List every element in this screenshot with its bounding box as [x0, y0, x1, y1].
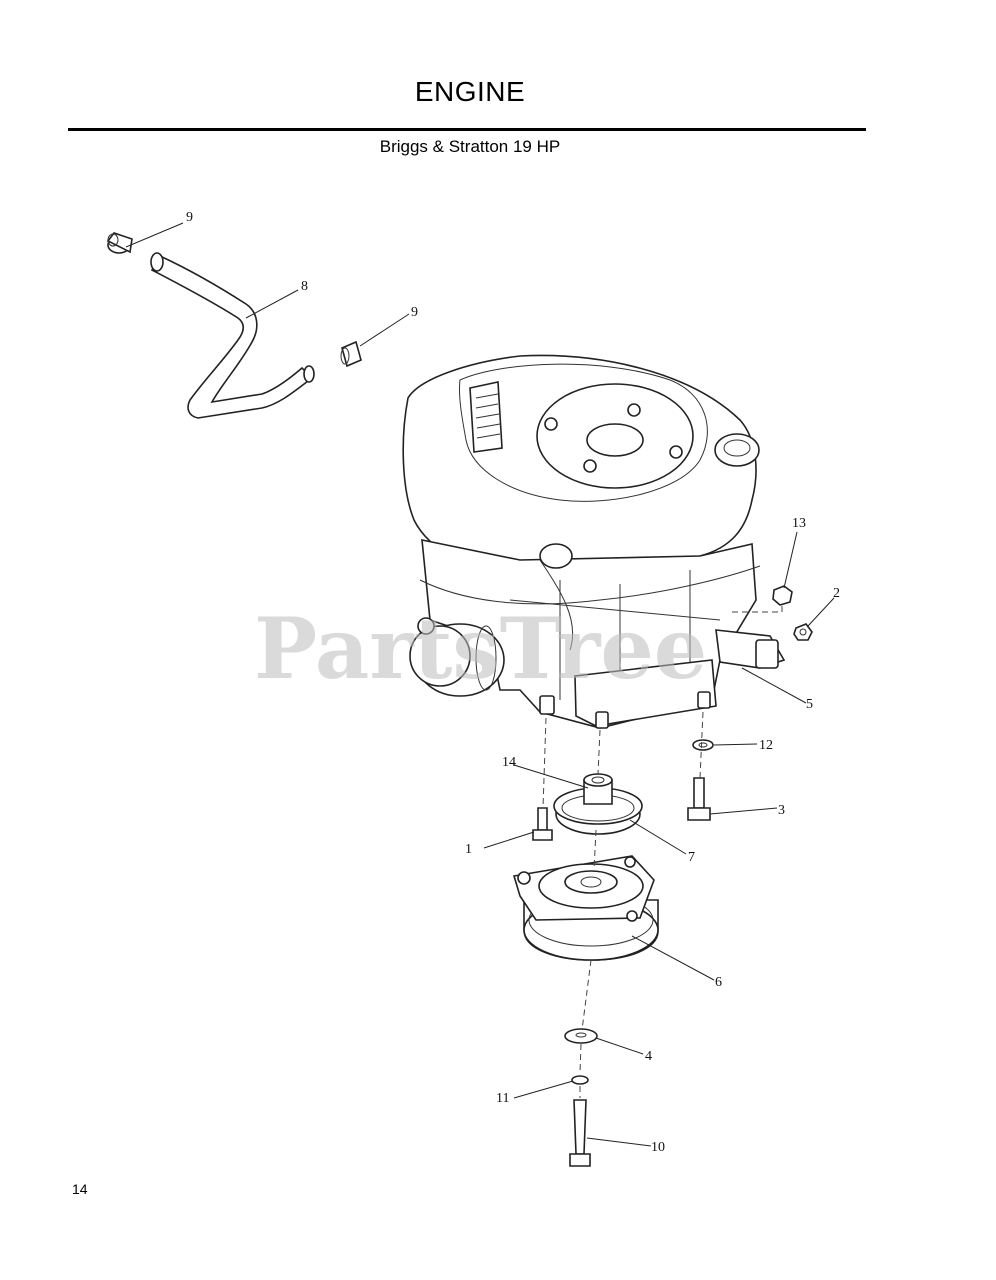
callout-10: 10 — [651, 1140, 665, 1155]
callout-7: 7 — [688, 850, 695, 865]
engine-assembly — [402, 354, 786, 729]
watermark: PartsTree — [254, 599, 707, 698]
callout-13: 13 — [792, 516, 806, 531]
bolt-1 — [532, 807, 553, 841]
callout-14: 14 — [502, 755, 516, 770]
callout-9-top: 9 — [186, 210, 193, 225]
callout-3: 3 — [778, 803, 785, 818]
fuel-hose — [150, 252, 315, 419]
pto-clutch-6 — [512, 855, 659, 961]
centerline-crank — [579, 729, 601, 1098]
callout-12: 12 — [759, 738, 773, 753]
centerline-3 — [699, 711, 704, 779]
hose-clamp-mid — [340, 340, 362, 368]
title-rule — [68, 128, 866, 131]
callout-1: 1 — [465, 842, 472, 857]
nut-13 — [772, 585, 793, 606]
callout-9-mid: 9 — [411, 305, 418, 320]
hose-clamp-top — [106, 232, 133, 254]
spacer-14 — [583, 773, 613, 805]
callout-11: 11 — [496, 1091, 509, 1106]
lockwasher-11 — [571, 1075, 589, 1085]
page-number: 14 — [72, 1181, 88, 1197]
centerline-13 — [732, 606, 783, 613]
callout-8: 8 — [301, 279, 308, 294]
centerline-1 — [542, 717, 547, 809]
bolt-10 — [569, 1099, 591, 1167]
callout-6: 6 — [715, 975, 722, 990]
page-title: ENGINE — [414, 76, 526, 107]
bolt-3 — [687, 777, 711, 821]
pulley-7 — [553, 787, 643, 835]
callout-4: 4 — [645, 1049, 652, 1064]
washer-4 — [564, 1028, 598, 1044]
callout-2: 2 — [833, 586, 840, 601]
nut-2 — [793, 623, 813, 641]
callout-5: 5 — [806, 697, 813, 712]
washer-12 — [692, 739, 714, 751]
page-subtitle: Briggs & Stratton 19 HP — [379, 137, 561, 156]
